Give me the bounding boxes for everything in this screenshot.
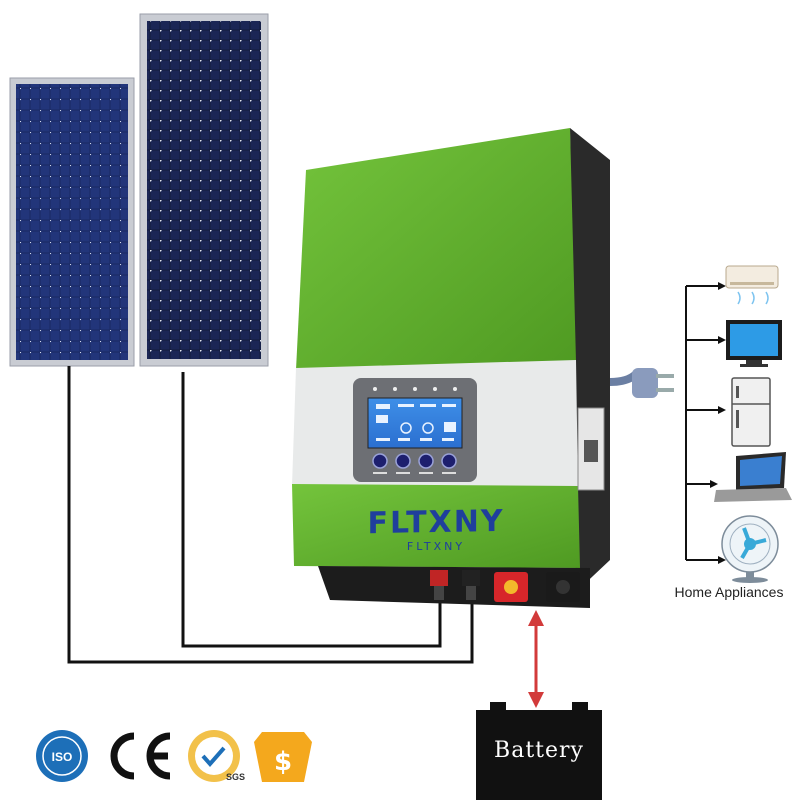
dollar-badge: $	[254, 732, 312, 782]
terminals	[430, 570, 580, 602]
fan-icon	[721, 515, 779, 583]
ce-mark	[110, 732, 171, 780]
svg-text:SGS: SGS	[226, 772, 245, 782]
refrigerator-icon	[731, 377, 771, 447]
battery-icon	[476, 702, 602, 800]
brand-subtitle: FLTXNY	[406, 540, 466, 553]
home-appliances-label: Home Appliances	[674, 584, 784, 600]
sgs-badge: SGS	[188, 730, 245, 782]
tv-icon	[726, 320, 782, 367]
iso-badge: ISO	[36, 730, 88, 782]
svg-text:ISO: ISO	[52, 750, 73, 764]
battery-label: Battery	[494, 738, 584, 763]
laptop-icon	[714, 452, 792, 502]
solar-panel-left	[9, 77, 135, 367]
dc-wires	[67, 366, 474, 664]
power-plug-icon	[609, 368, 674, 398]
air-conditioner-icon	[725, 265, 779, 305]
solar-panel-right	[139, 13, 269, 367]
svg-text:$: $	[274, 747, 292, 777]
led-indicators	[373, 387, 457, 391]
battery-arrow	[528, 610, 544, 708]
appliance-wires	[685, 285, 718, 561]
control-panel	[353, 378, 477, 482]
inverter	[292, 128, 610, 608]
brand-logo: FLTXNY	[367, 503, 505, 542]
control-buttons	[372, 453, 457, 469]
